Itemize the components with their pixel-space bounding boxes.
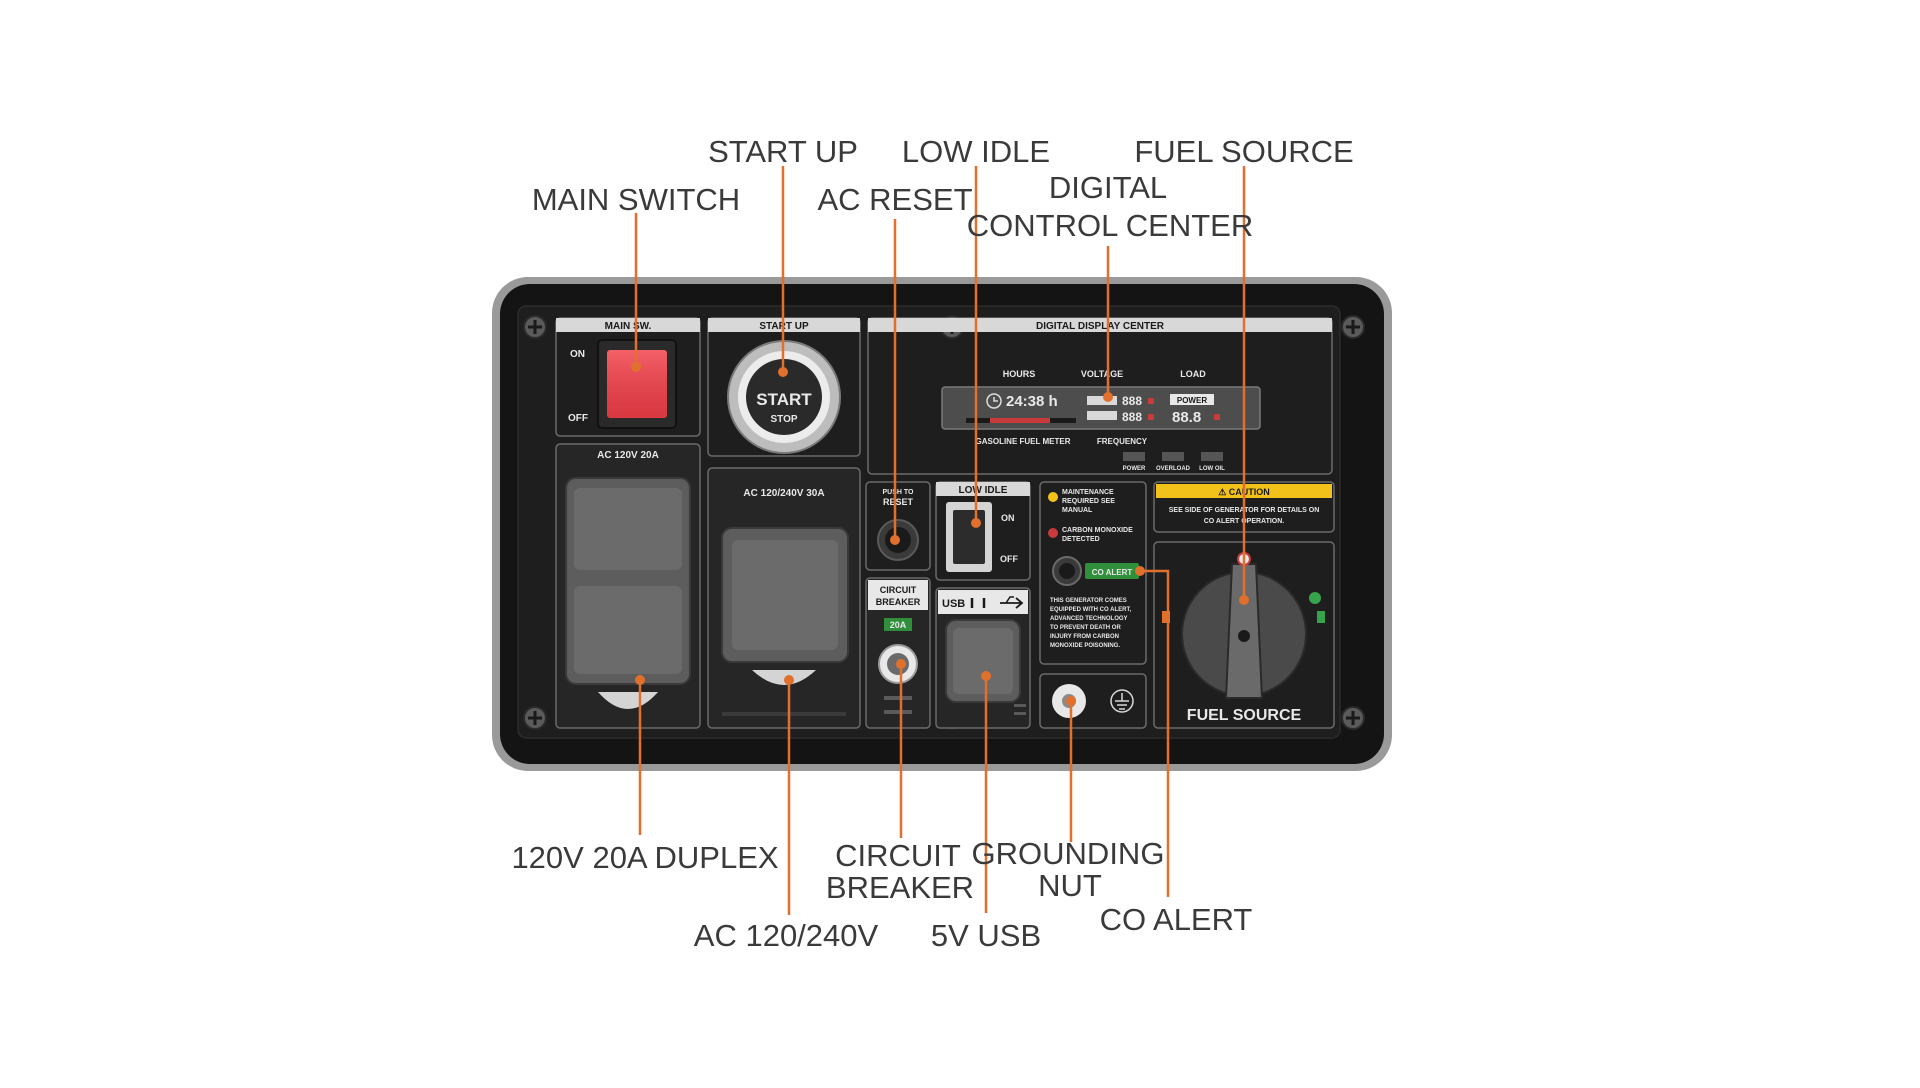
fuel-source-panel-label: FUEL SOURCE [1187, 707, 1302, 724]
callout-duplex: 120V 20A DUPLEX [511, 840, 778, 875]
callout-digital-line2: CONTROL CENTER [967, 208, 1253, 243]
low-idle-off-label: OFF [1000, 554, 1018, 564]
twist-lock-latch [752, 670, 816, 685]
low-idle-on-label: ON [1001, 513, 1015, 523]
stop-label: STOP [770, 414, 797, 425]
breaker-label: BREAKER [876, 597, 921, 607]
voltage-label: VOLTAGE [1081, 369, 1123, 379]
start-label: START [756, 390, 812, 409]
co-detected-line2: DETECTED [1062, 536, 1100, 543]
fuel-selector-green-mark [1309, 592, 1321, 604]
screw-icon [523, 315, 547, 339]
ac-120v-20a-label: AC 120V 20A [597, 450, 659, 461]
maintenance-line3: MANUAL [1062, 507, 1093, 514]
indicator-low-oil-label: LOW OIL [1199, 466, 1225, 472]
co-info-line2: EQUIPPED WITH CO ALERT, [1050, 607, 1131, 613]
power-box-label: POWER [1177, 396, 1207, 405]
co-info-line1: THIS GENERATOR COMES [1050, 598, 1127, 604]
gasoline-icon [1162, 611, 1170, 623]
frequency-readout: 888 [1122, 410, 1142, 424]
switch-off-label: OFF [568, 413, 588, 424]
callout-labels: MAIN SWITCH START UP LOW IDLE AC RESET D… [511, 134, 1353, 953]
maintenance-led [1048, 492, 1058, 502]
callout-digital-line1: DIGITAL [1049, 170, 1167, 205]
low-idle-header: LOW IDLE [959, 485, 1008, 496]
screw-icon [1341, 706, 1365, 730]
callout-usb: 5V USB [931, 918, 1041, 953]
callout-start-up: START UP [708, 134, 858, 169]
co-alert-button[interactable] [1059, 563, 1075, 579]
usb-icon [970, 596, 1024, 609]
co-detected-led [1048, 528, 1058, 538]
ac-120-240v-section: AC 120/240V 30A [707, 467, 861, 729]
usb-label: USB [942, 598, 965, 610]
low-idle-switch[interactable] [953, 510, 985, 564]
ground-symbol-icon [1110, 689, 1134, 713]
maintenance-line1: MAINTENANCE [1062, 489, 1114, 496]
callout-co-alert: CO ALERT [1100, 902, 1253, 937]
hours-label: HOURS [1003, 369, 1036, 379]
main-switch-section: MAIN SW. ON OFF [555, 317, 701, 437]
callout-grounding-line2: NUT [1038, 868, 1102, 903]
circuit-breaker-section: CIRCUIT BREAKER 20A [865, 577, 931, 729]
hours-readout: 24:38 h [1006, 393, 1058, 410]
main-sw-header: MAIN SW. [605, 321, 652, 332]
callout-grounding-line1: GROUNDING [972, 836, 1165, 871]
callout-circuit-line2: BREAKER [826, 870, 974, 905]
callout-leaders [631, 166, 1249, 915]
duplex-latch [598, 692, 658, 709]
gasoline-fuel-meter-label: GASOLINE FUEL METER [976, 437, 1071, 446]
propane-icon [1317, 611, 1325, 623]
screw-icon [1341, 315, 1365, 339]
co-info-line5: INJURY FROM CARBON [1050, 634, 1119, 640]
clock-icon [986, 393, 1002, 409]
fuel-meter-bar [990, 418, 1050, 423]
digital-display-section: DIGITAL DISPLAY CENTER HOURS VOLTAGE LOA… [867, 317, 1333, 475]
start-up-section: START UP START STOP [707, 317, 861, 457]
callout-circuit-line1: CIRCUIT [835, 838, 961, 873]
ac-120-240v-30a-label: AC 120/240V 30A [743, 488, 824, 499]
frequency-label: FREQUENCY [1097, 437, 1148, 446]
switch-on-label: ON [570, 349, 585, 360]
digital-display-header: DIGITAL DISPLAY CENTER [1036, 321, 1165, 332]
co-info-line4: TO PREVENT DEATH OR [1050, 625, 1121, 631]
callout-main-switch: MAIN SWITCH [532, 182, 740, 217]
co-alert-section: MAINTENANCE REQUIRED SEE MANUAL CARBON M… [1039, 481, 1147, 665]
reset-label: RESET [883, 497, 914, 507]
indicator-power-label: POWER [1123, 466, 1146, 472]
co-info-line6: MONOXIDE POISONING. [1050, 643, 1120, 649]
co-info-line3: ADVANCED TECHNOLOGY [1050, 616, 1128, 622]
usb-section: USB [935, 587, 1031, 729]
callout-ac-120-240v: AC 120/240V [694, 918, 879, 953]
callout-ac-reset: AC RESET [817, 182, 972, 217]
fuel-source-section: FUEL SOURCE [1153, 541, 1335, 729]
start-stop-button[interactable] [746, 359, 822, 435]
load-label: LOAD [1180, 369, 1206, 379]
co-alert-badge-label: CO ALERT [1092, 568, 1133, 577]
maintenance-line2: REQUIRED SEE [1062, 498, 1115, 505]
circuit-label: CIRCUIT [880, 585, 917, 595]
voltage-readout: 888 [1122, 394, 1142, 408]
load-readout: 88.8 [1172, 409, 1201, 426]
co-detected-line1: CARBON MONOXIDE [1062, 527, 1133, 534]
screw-icon [523, 706, 547, 730]
callout-fuel-source: FUEL SOURCE [1134, 134, 1353, 169]
push-to-label: PUSH TO [883, 489, 915, 496]
leader-co-alert [1140, 569, 1170, 897]
callout-low-idle: LOW IDLE [902, 134, 1050, 169]
co-alert-badge [1085, 563, 1139, 579]
breaker-rating: 20A [890, 620, 907, 630]
duplex-120v-section: AC 120V 20A [555, 443, 701, 729]
indicator-overload-label: OVERLOAD [1156, 466, 1191, 472]
